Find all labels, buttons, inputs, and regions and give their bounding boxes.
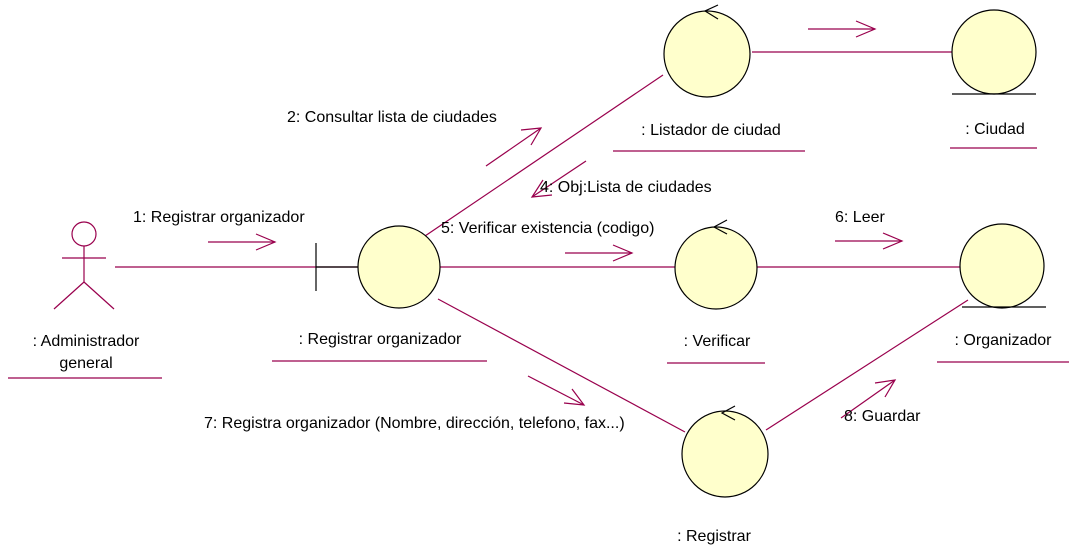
- message-8-label: 8: Guardar: [844, 408, 921, 425]
- actor-head-icon: [71, 221, 97, 247]
- message-arrow-2: [485, 127, 543, 167]
- control-listador-de-ciudad[interactable]: [663, 4, 751, 98]
- control-arrow-icon: [720, 405, 736, 421]
- registrar-name: : Registrar: [677, 528, 751, 545]
- message-6-label: 6: Leer: [835, 209, 885, 226]
- link-boundary-registrar: [437, 298, 686, 433]
- control-arrow-icon: [712, 219, 728, 235]
- actor-name-line1: : Administrador: [33, 333, 140, 350]
- control-arrow-icon: [703, 4, 719, 20]
- ciudad-circle: [951, 9, 1037, 95]
- message-arrow-4: [530, 160, 587, 198]
- message-2-label: 2: Consultar lista de ciudades: [287, 109, 497, 126]
- listador-circle: [663, 10, 751, 98]
- message-7-label: 7: Registra organizador (Nombre, direcci…: [204, 415, 625, 432]
- message-arrow-6: [835, 232, 904, 250]
- boundary-registrar-organizador[interactable]: [315, 225, 441, 309]
- boundary-circle: [357, 225, 441, 309]
- entity-organizador[interactable]: [959, 223, 1046, 309]
- ciudad-name: : Ciudad: [965, 121, 1025, 138]
- verificar-name: : Verificar: [684, 333, 751, 350]
- control-registrar[interactable]: [681, 405, 769, 498]
- entity-ciudad[interactable]: [951, 9, 1037, 95]
- actor-name-line2: general: [59, 355, 112, 372]
- message-1-label: 1: Registrar organizador: [133, 209, 305, 226]
- registrar-circle: [681, 410, 769, 498]
- boundary-name: : Registrar organizador: [299, 331, 462, 348]
- message-4-label: 4: Obj:Lista de ciudades: [540, 179, 712, 196]
- organizador-circle: [959, 223, 1045, 309]
- message-arrow-7: [527, 375, 586, 406]
- link-boundary-listador: [424, 74, 664, 237]
- message-arrow-1: [208, 233, 277, 251]
- message-5-label: 5: Verificar existencia (codigo): [441, 220, 654, 237]
- message-arrow-8: [840, 379, 897, 419]
- organizador-name: : Organizador: [955, 332, 1053, 349]
- message-arrow-5: [565, 244, 634, 262]
- control-verificar[interactable]: [674, 219, 758, 310]
- link-registrar-organizador: [765, 299, 969, 431]
- listador-name: : Listador de ciudad: [641, 122, 781, 139]
- verificar-circle: [674, 226, 758, 310]
- message-arrow-top: [808, 20, 877, 38]
- actor-administrador[interactable]: [53, 221, 115, 310]
